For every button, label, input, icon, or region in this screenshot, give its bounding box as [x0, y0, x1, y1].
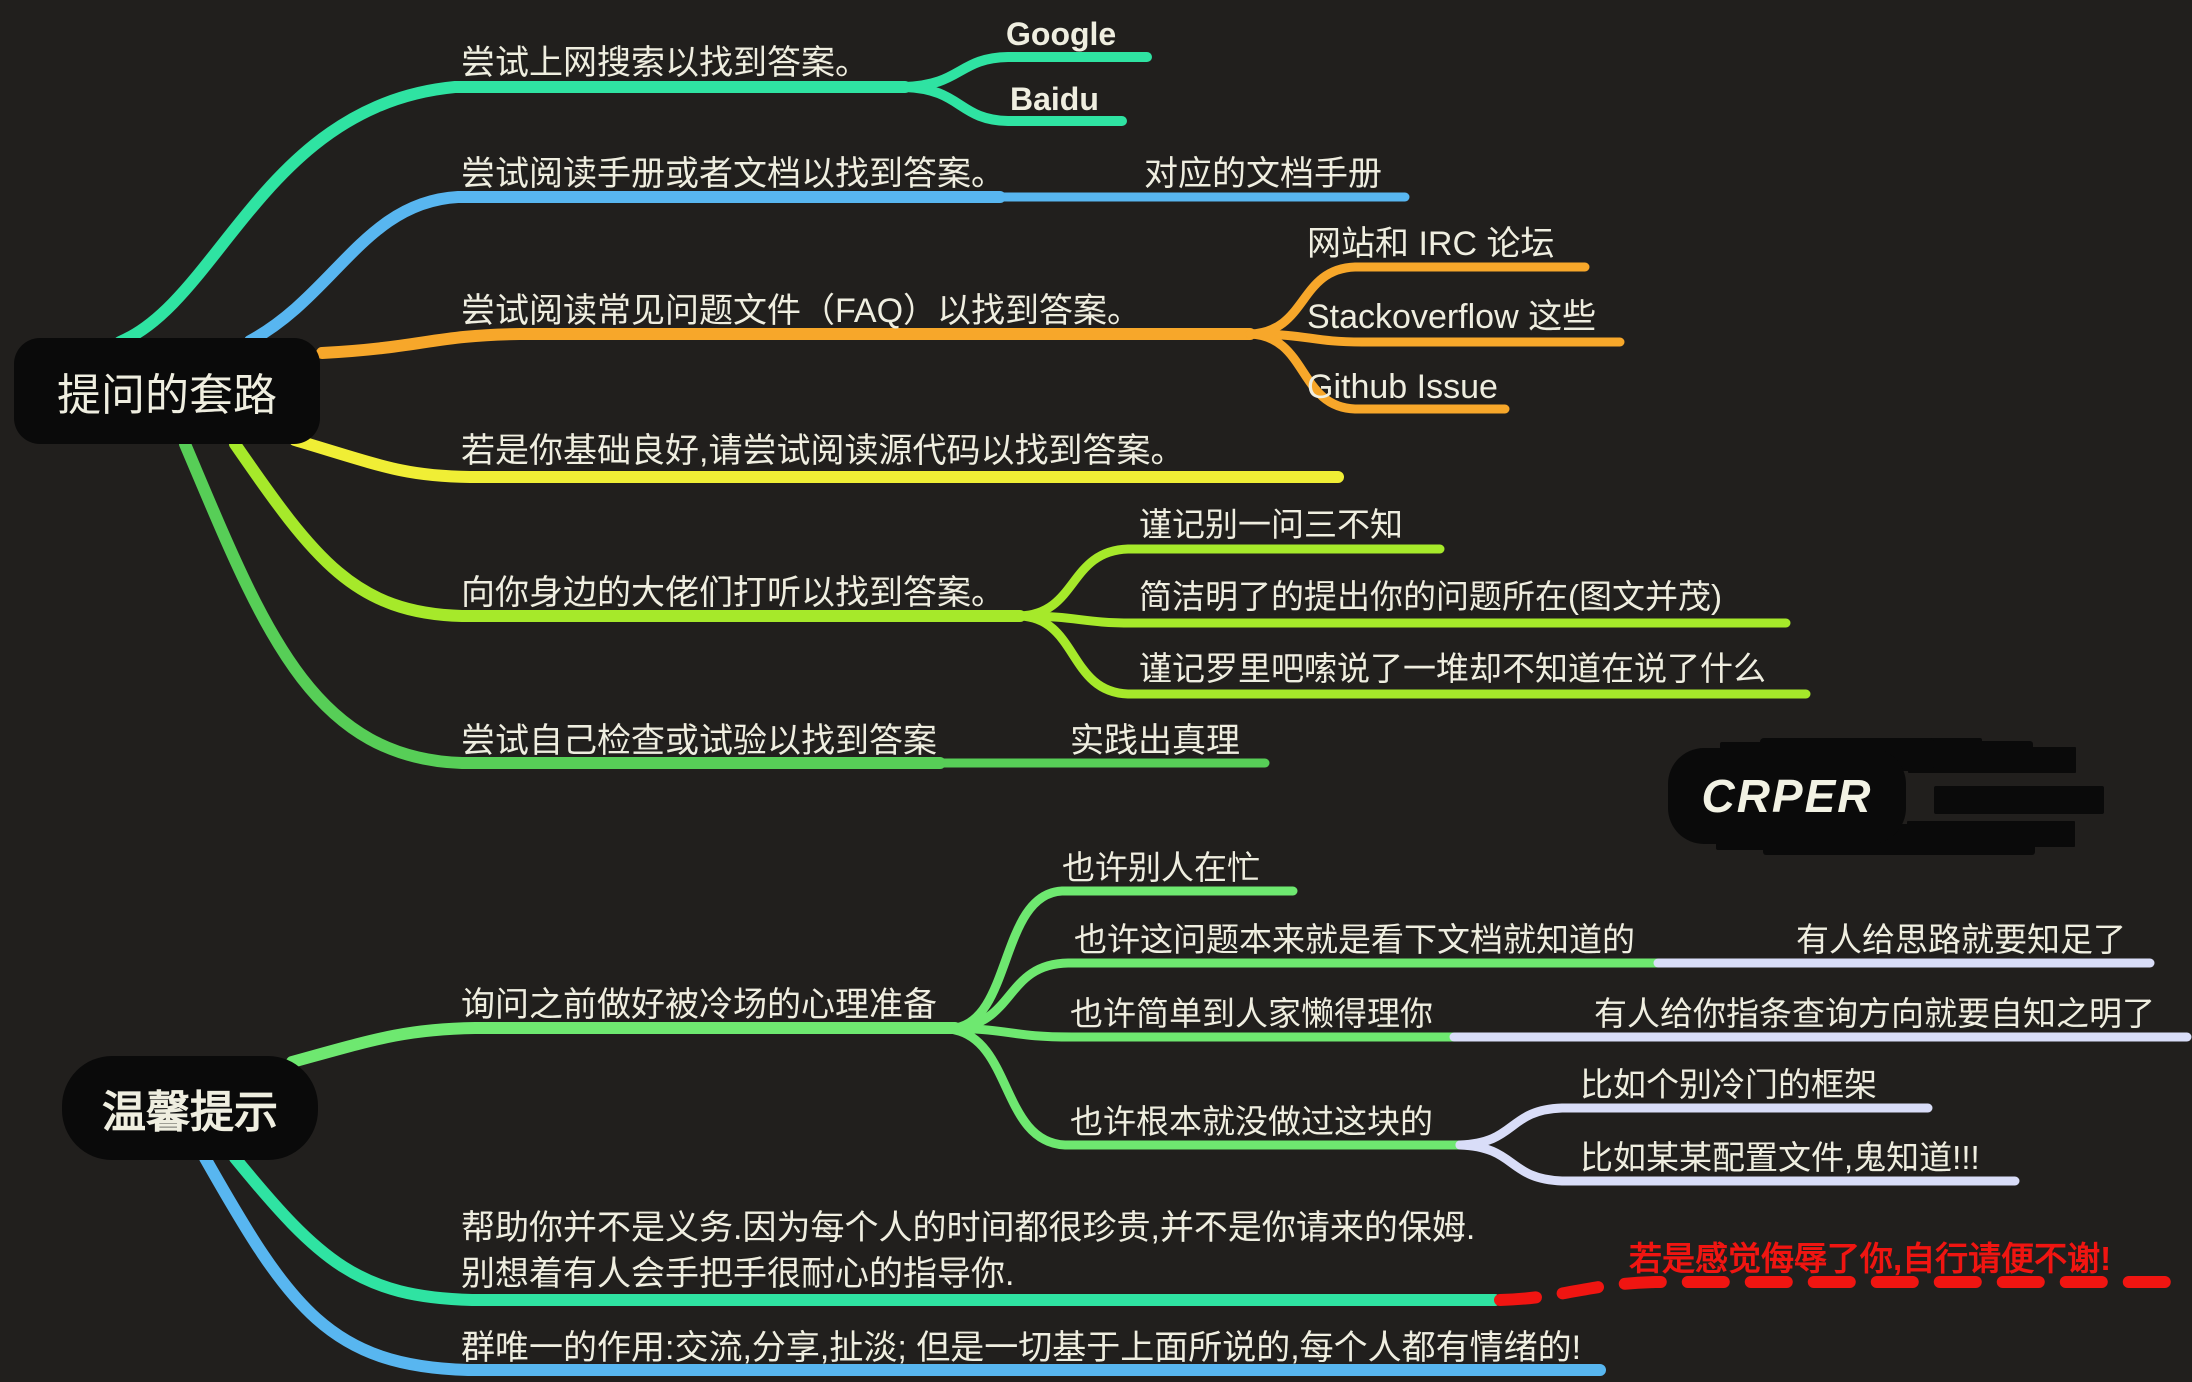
branch-prepared-line	[286, 1022, 961, 1068]
author-badge-label: CRPER	[1701, 770, 1873, 822]
topic-group-purpose[interactable]: 群唯一的作用:交流,分享,扯淡; 但是一切基于上面所说的,每个人都有情绪的!	[461, 1329, 1582, 1367]
branch-faq-c3-line	[1245, 329, 1510, 414]
warning-dashed-line	[1494, 1276, 2189, 1306]
topic-be-content-with-hints[interactable]: 有人给思路就要知足了	[1796, 921, 2126, 958]
branch-faq-line	[316, 328, 1256, 359]
topic-stackoverflow[interactable]: Stackoverflow 这些	[1307, 298, 1597, 336]
topic-maybe-in-docs[interactable]: 也许这问题本来就是看下文档就知道的	[1074, 921, 1635, 958]
topic-no-obligation-line2[interactable]: 别想着有人会手把手很耐心的指导你.	[461, 1255, 1015, 1293]
topic-config-file[interactable]: 比如某某配置文件,鬼知道!!!	[1580, 1139, 1980, 1176]
root-topic-warm-tips[interactable]: 温馨提示	[62, 1056, 318, 1160]
topic-read-manual[interactable]: 尝试阅读手册或者文档以找到答案。	[461, 155, 1005, 193]
topic-read-source[interactable]: 若是你基础良好,请尝试阅读源代码以找到答案。	[461, 432, 1185, 470]
topic-no-obligation-line1[interactable]: 帮助你并不是义务.因为每个人的时间都很珍贵,并不是你请来的保姆.	[461, 1209, 1476, 1247]
topic-dont-know-nothing[interactable]: 谨记别一问三不知	[1139, 506, 1403, 543]
topic-know-your-place[interactable]: 有人给你指条查询方向就要自知之明了	[1594, 995, 2155, 1032]
topic-github-issue[interactable]: Github Issue	[1307, 368, 1498, 406]
branch-source-line	[289, 434, 1344, 483]
branch-prepared-c3-line	[950, 1023, 1459, 1042]
root-topic-question-routine[interactable]: 提问的套路	[14, 338, 320, 444]
topic-maybe-never-done[interactable]: 也许根本就没做过这块的	[1070, 1103, 1433, 1140]
topic-irc-forum-bold: IRC	[1418, 225, 1478, 263]
topic-manual-docs[interactable]: 对应的文档手册	[1144, 155, 1382, 193]
branch-experts-c2-line	[1015, 611, 1791, 628]
branch-prepared-c4-line	[950, 1025, 1465, 1150]
topic-irc-forum[interactable]: 网站和 IRC 论坛	[1307, 225, 1554, 264]
topic-irc-forum-pre: 网站和	[1307, 225, 1419, 263]
topic-irc-forum-post: 论坛	[1477, 225, 1555, 263]
topic-maybe-busy[interactable]: 也许别人在忙	[1062, 849, 1260, 886]
topic-ask-experts[interactable]: 向你身边的大佬们打听以找到答案。	[461, 574, 1005, 612]
topic-maybe-too-simple[interactable]: 也许简单到人家懒得理你	[1070, 995, 1433, 1032]
branch-web-search-line	[114, 81, 911, 348]
branch-manual-line	[244, 191, 1006, 347]
topic-google[interactable]: Google	[1006, 16, 1117, 52]
author-badge[interactable]: CRPER	[1668, 748, 1906, 844]
topic-concise-question[interactable]: 简洁明了的提出你的问题所在(图文并茂)	[1139, 578, 1722, 615]
branch-obligation-line	[229, 1152, 1501, 1306]
branch-selftest-line	[179, 438, 946, 769]
branch-experts-line	[229, 438, 1026, 622]
branch-prepared-c4b-line	[1455, 1140, 2020, 1186]
topic-niche-framework[interactable]: 比如个别冷门的框架	[1580, 1066, 1877, 1103]
topic-dont-ramble[interactable]: 谨记罗里吧嗦说了一堆却不知道在说了什么	[1139, 650, 1766, 687]
topic-practice-truth[interactable]: 实践出真理	[1070, 722, 1240, 760]
branch-group-line	[199, 1152, 1606, 1376]
topic-baidu[interactable]: Baidu	[1010, 81, 1099, 117]
topic-be-prepared[interactable]: 询问之前做好被冷场的心理准备	[461, 986, 937, 1024]
branch-experts-c3-line	[1015, 611, 1811, 699]
topic-insult-warning[interactable]: 若是感觉侮辱了你,自行请便不谢!	[1629, 1240, 2112, 1277]
branch-prepared-c2-line	[950, 958, 1663, 1033]
branch-prepared-c1-line	[950, 886, 1298, 1033]
topic-self-test[interactable]: 尝试自己检查或试验以找到答案	[461, 722, 937, 760]
root-topic-question-routine-label: 提问的套路	[57, 371, 277, 420]
branch-baidu-line	[900, 82, 1127, 126]
topic-web-search[interactable]: 尝试上网搜索以找到答案。	[461, 44, 869, 82]
root-topic-warm-tips-label: 温馨提示	[102, 1088, 278, 1137]
topic-read-faq[interactable]: 尝试阅读常见问题文件（FAQ）以找到答案。	[461, 292, 1142, 330]
